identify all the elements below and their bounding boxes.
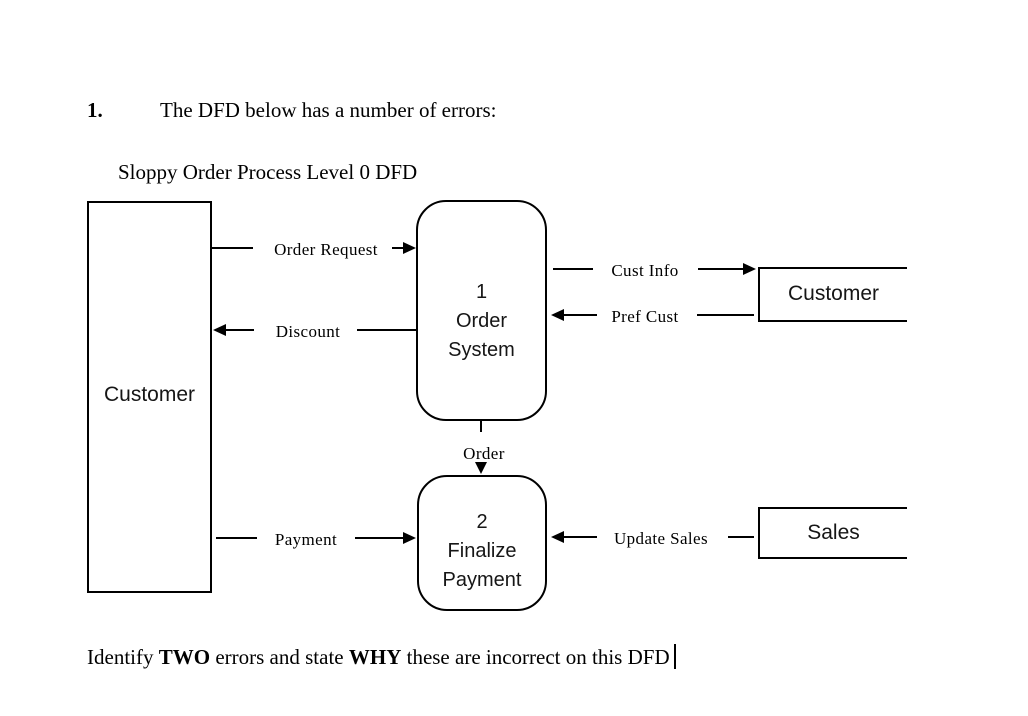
arrowhead-right-icon — [743, 263, 756, 275]
flow-line-segment — [480, 421, 482, 432]
flow-label-discount[interactable]: Discount — [273, 322, 343, 342]
flow-label-order[interactable]: Order — [461, 444, 507, 464]
flow-label-order-request[interactable]: Order Request — [272, 240, 380, 260]
flow-label-pref-cust[interactable]: Pref Cust — [609, 307, 681, 327]
flow-line-segment — [216, 537, 257, 539]
data-store-sales[interactable]: Sales — [758, 507, 907, 559]
flow-line-segment — [392, 247, 404, 249]
process-2-finalize-payment[interactable]: 2 Finalize Payment — [417, 475, 547, 611]
flow-line-segment — [728, 536, 754, 538]
flow-line-segment — [357, 329, 417, 331]
arrowhead-right-icon — [403, 532, 416, 544]
prompt-part1: Identify — [87, 645, 159, 669]
external-entity-customer-label: Customer — [103, 383, 196, 406]
process-2-name-line1: Finalize — [447, 540, 517, 562]
flow-label-cust-info[interactable]: Cust Info — [609, 261, 681, 281]
process-1-order-system[interactable]: 1 Order System — [416, 200, 547, 421]
prompt-bold-two: TWO — [158, 645, 211, 669]
flow-line-segment — [698, 268, 743, 270]
flow-line-segment — [564, 536, 597, 538]
process-1-number: 1 — [475, 281, 488, 303]
arrowhead-left-icon — [213, 324, 226, 336]
flow-line-segment — [564, 314, 597, 316]
flow-label-payment[interactable]: Payment — [272, 530, 340, 550]
arrowhead-left-icon — [551, 531, 564, 543]
process-2-number: 2 — [476, 511, 488, 533]
question-number: 1. — [87, 98, 103, 122]
prompt-bold-why: WHY — [348, 645, 402, 669]
arrowhead-right-icon — [403, 242, 416, 254]
arrowhead-left-icon — [551, 309, 564, 321]
process-1-name-line2: System — [448, 339, 515, 361]
external-entity-customer[interactable]: Customer — [87, 201, 212, 593]
flow-line-segment — [553, 268, 593, 270]
flow-line-segment — [226, 329, 254, 331]
process-1-name-line1: Order — [455, 310, 508, 332]
prompt-part3: these are incorrect on this DFD — [401, 645, 670, 669]
flow-label-update-sales[interactable]: Update Sales — [611, 529, 711, 549]
diagram-title: Sloppy Order Process Level 0 DFD — [118, 160, 418, 184]
data-store-customer-label: Customer — [787, 282, 880, 305]
text-cursor — [673, 644, 676, 669]
process-2-name-line2: Payment — [442, 569, 522, 591]
prompt-part2: errors and state — [210, 645, 349, 669]
question-text: The DFD below has a number of errors: — [160, 98, 497, 122]
flow-line-segment — [212, 247, 253, 249]
data-store-sales-label: Sales — [807, 521, 860, 544]
flow-line-segment — [697, 314, 754, 316]
prompt-line: Identify TWO errors and state WHY these … — [87, 644, 676, 670]
flow-line-segment — [355, 537, 403, 539]
data-store-customer[interactable]: Customer — [758, 267, 907, 322]
arrowhead-down-icon — [475, 462, 487, 474]
